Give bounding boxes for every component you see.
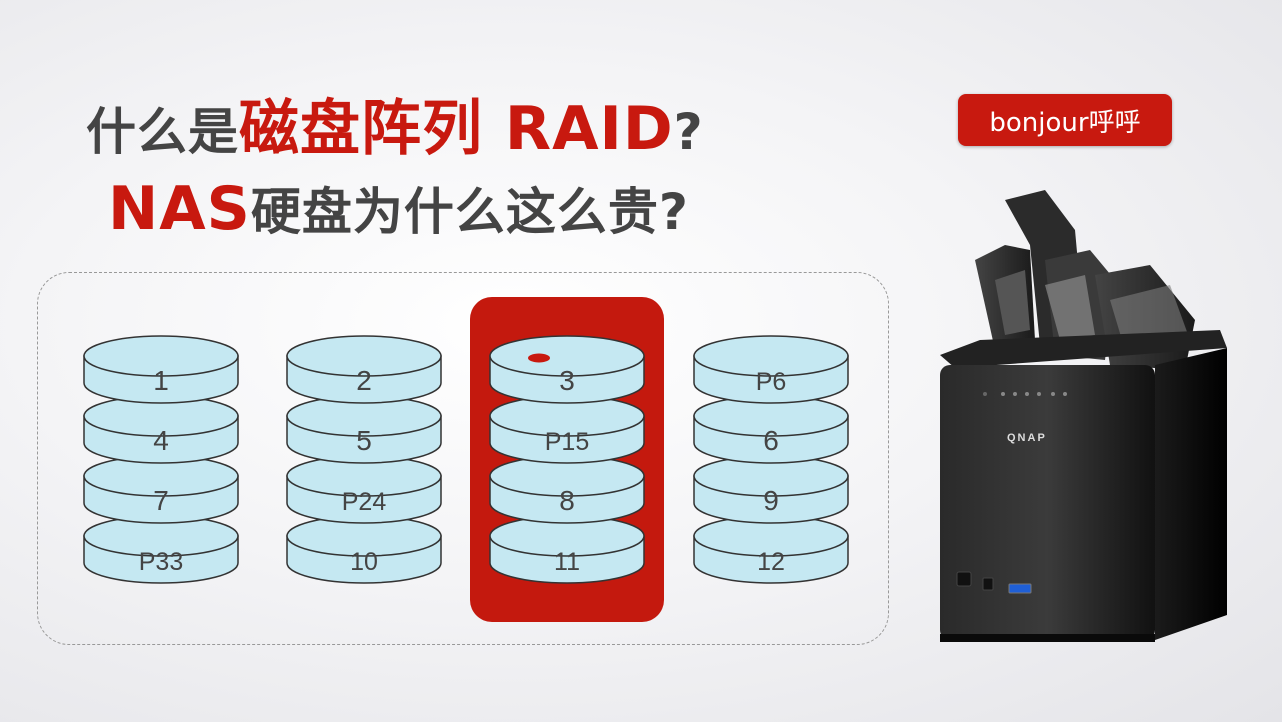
disk-2-column: 10 P24 5 2 xyxy=(286,335,442,584)
disk-block-label: P15 xyxy=(545,428,589,456)
disk-platter: 5 xyxy=(286,395,442,464)
title-question-mark: ? xyxy=(673,103,704,161)
disk-block-label: 3 xyxy=(559,365,575,396)
title-question: 硬盘为什么这么贵? xyxy=(250,183,689,241)
disk-block-label: 2 xyxy=(356,365,372,396)
disk-block-label: 5 xyxy=(356,425,372,456)
title-nas-highlight: NAS xyxy=(108,174,251,244)
disk-block-label: 12 xyxy=(757,548,785,576)
disk-platter: 7 xyxy=(83,455,239,524)
disk-block-label: 10 xyxy=(350,548,378,576)
disk-platter: 2 xyxy=(286,335,442,404)
disk-platter: 9 xyxy=(693,455,849,524)
disk-platter: 3 xyxy=(489,335,645,404)
title-prefix: 什么是 xyxy=(86,103,239,161)
disk-platter: 10 xyxy=(286,515,442,584)
disk-1-column: P33 7 4 1 xyxy=(83,335,239,584)
title-raid-highlight: 磁盘阵列 RAID xyxy=(239,94,674,164)
disk-platter: P15 xyxy=(489,395,645,464)
author-badge: bonjour呼呼 xyxy=(958,94,1172,146)
power-button xyxy=(956,571,972,587)
disk-block-label: 11 xyxy=(554,548,580,576)
disk-block-label: 6 xyxy=(763,425,779,456)
disk-block-label: 4 xyxy=(153,425,169,456)
disk-block-label: 7 xyxy=(153,485,169,516)
usb-port xyxy=(1008,583,1032,594)
status-leds xyxy=(983,392,1067,396)
raid-diagram-panel xyxy=(37,272,889,645)
disk-platter: 11 xyxy=(489,515,645,584)
disk-block-label: 9 xyxy=(763,485,779,516)
title-line-2: NAS硬盘为什么这么贵? xyxy=(108,172,689,244)
nas-brand-label: QNAP xyxy=(1007,432,1047,444)
nas-device-image: QNAP xyxy=(940,190,1227,642)
disk-platter: 12 xyxy=(693,515,849,584)
disk-block-label: P24 xyxy=(342,488,387,516)
disk-4-column: 12 9 6 P6 xyxy=(693,335,849,584)
disk-block-label: 1 xyxy=(153,365,169,396)
disk-platter: 1 xyxy=(83,335,239,404)
disk-platter: 4 xyxy=(83,395,239,464)
disk-platter: P33 xyxy=(83,515,239,584)
failure-indicator-dot xyxy=(528,353,550,363)
disk-platter: P6 xyxy=(693,335,849,404)
nas-front-panel xyxy=(940,365,1155,640)
title-line-1: 什么是磁盘阵列 RAID? xyxy=(86,80,704,167)
disk-block-label: P33 xyxy=(139,548,183,576)
disk-platter: 8 xyxy=(489,455,645,524)
disk-block-label: P6 xyxy=(756,368,787,396)
disk-platter: P24 xyxy=(286,455,442,524)
disk-block-label: 8 xyxy=(559,485,575,516)
disk-3-column: 11 8 P15 3 xyxy=(489,335,645,584)
disk-platter: 6 xyxy=(693,395,849,464)
copy-button xyxy=(982,577,994,591)
